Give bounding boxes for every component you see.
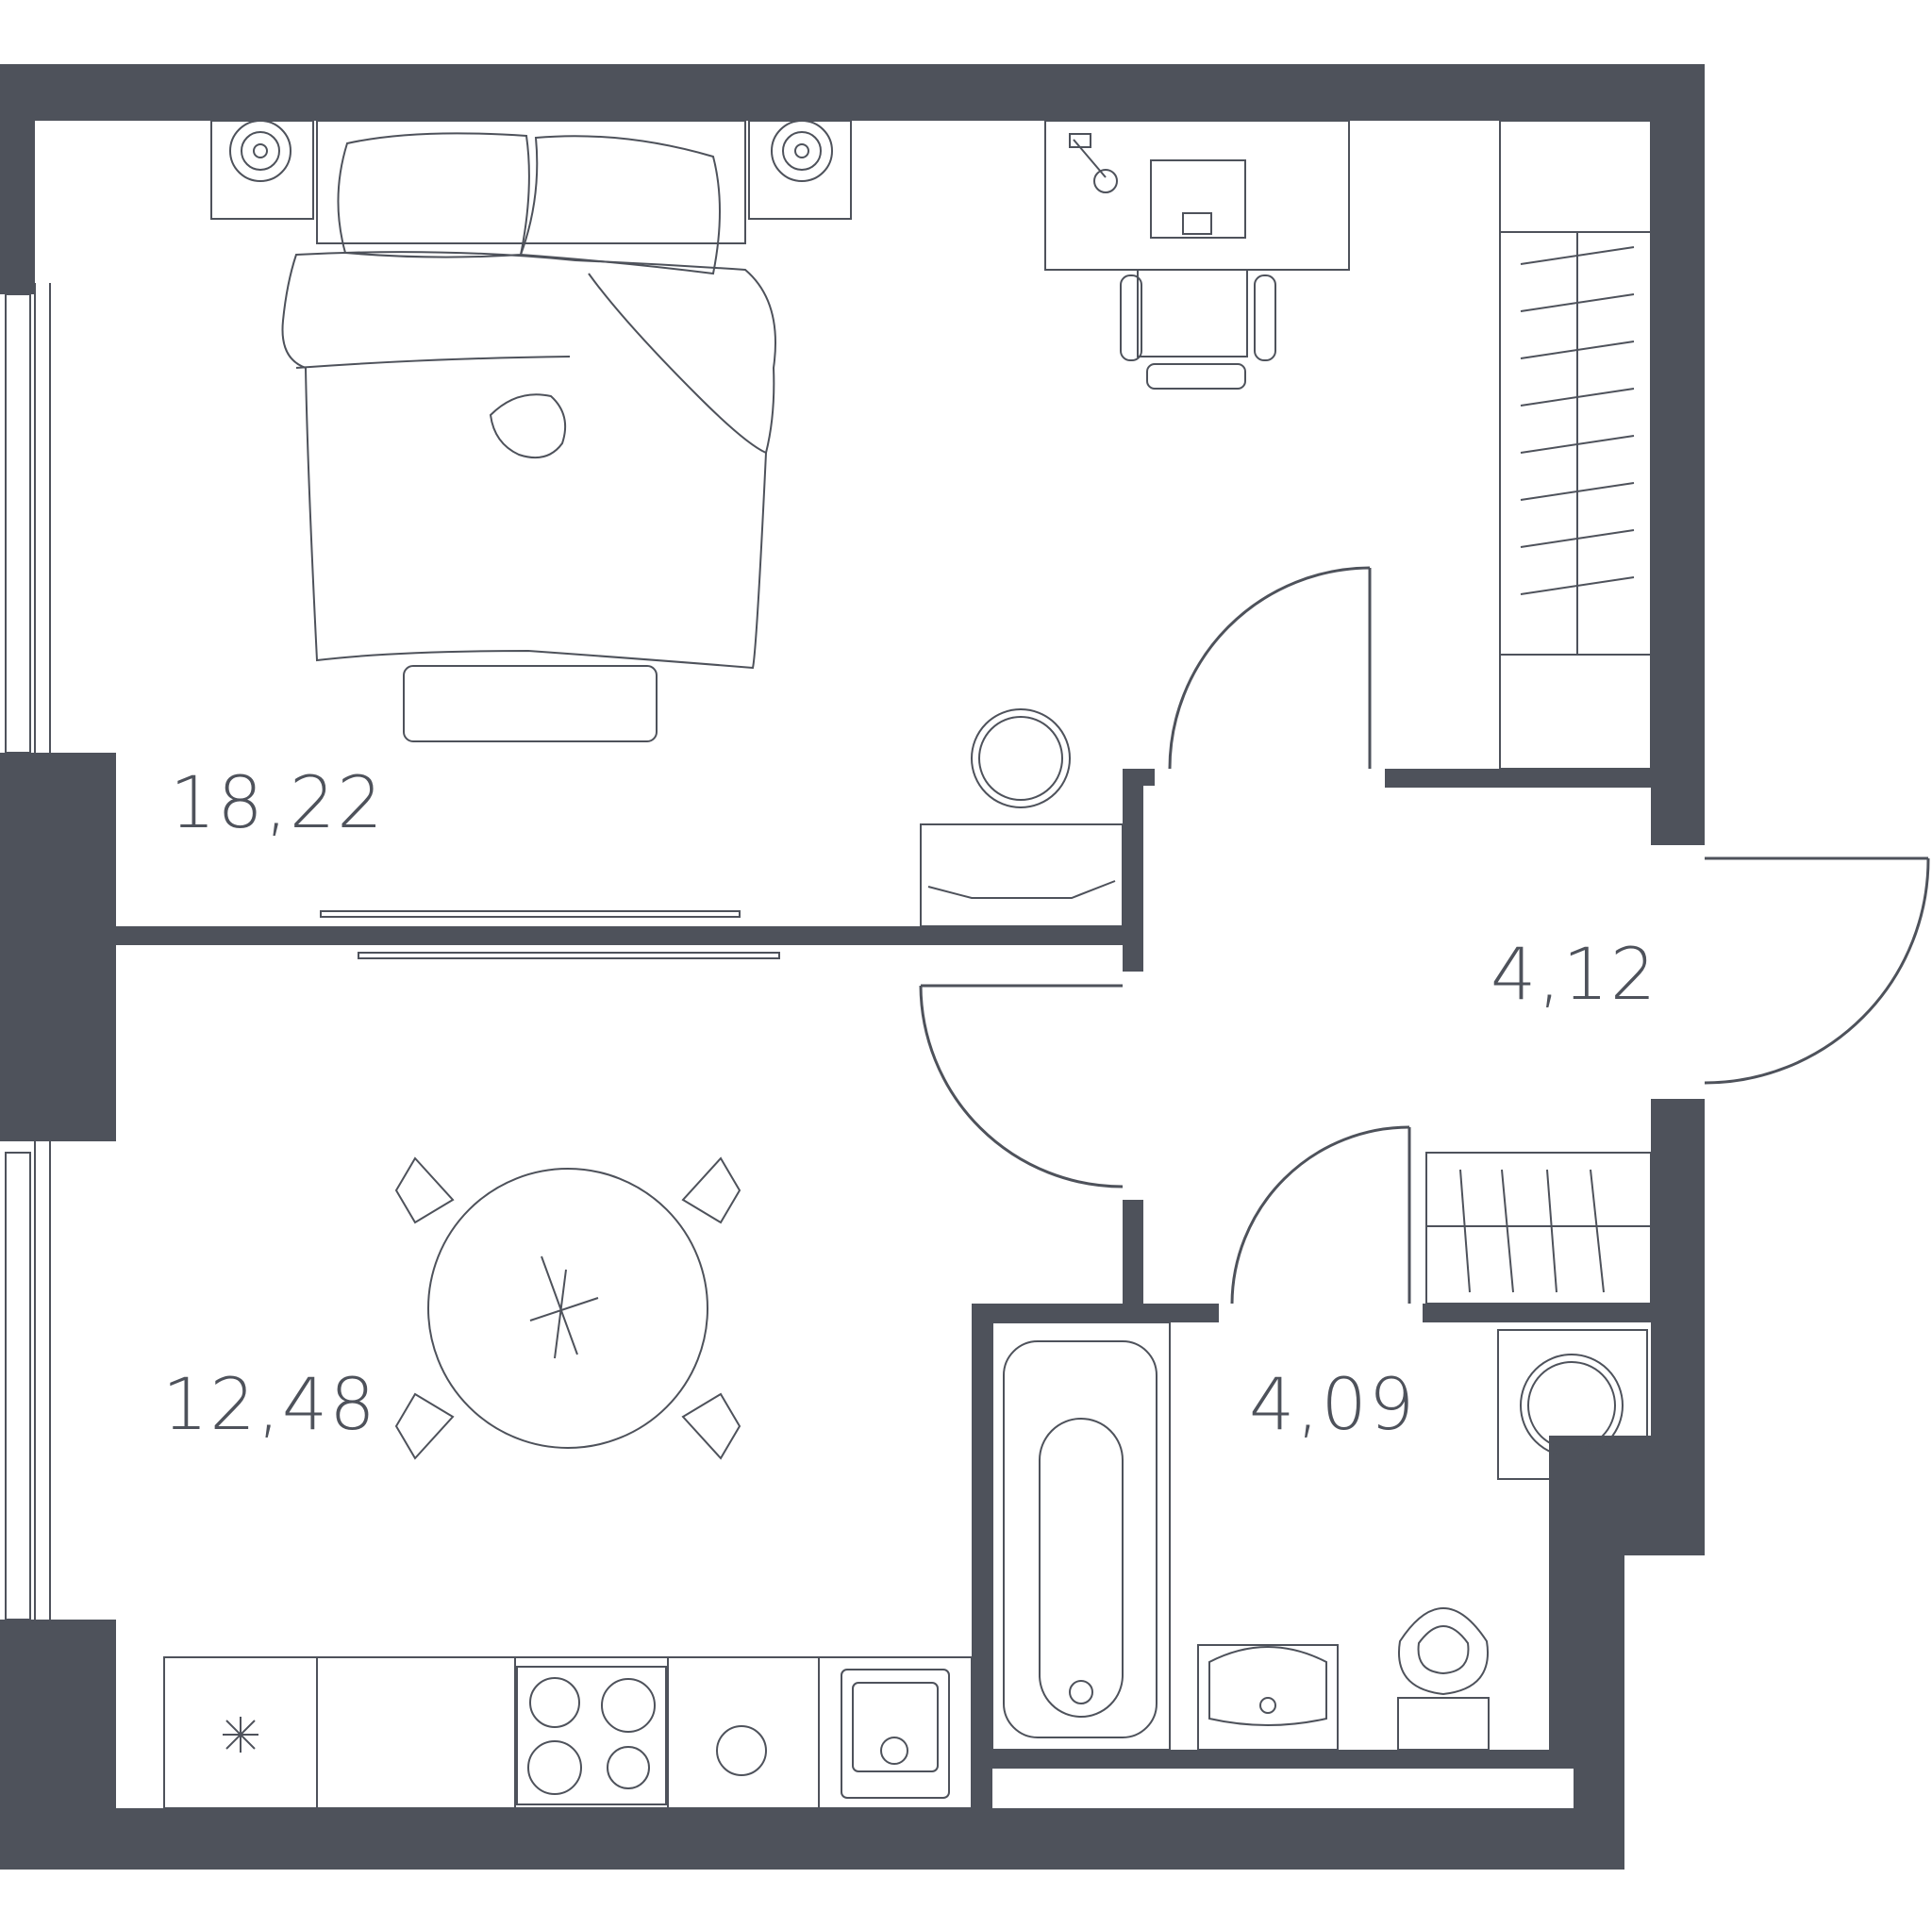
wardrobe (1499, 120, 1652, 770)
room-area-bedroom: 18,22 (170, 760, 385, 844)
room-area-hallway: 4,12 (1491, 932, 1658, 1016)
hall-closet (1425, 1152, 1652, 1305)
dresser (920, 708, 1124, 927)
bed (210, 120, 852, 742)
kitchen-counter (163, 1656, 973, 1809)
washing-machine (1497, 1329, 1648, 1480)
room-area-kitchen-living: 12,48 (162, 1362, 377, 1446)
bathtub (991, 1321, 1171, 1751)
toilet (1397, 1607, 1490, 1751)
dining-table (394, 1156, 741, 1460)
desk (1044, 120, 1350, 390)
washbasin (1197, 1644, 1339, 1751)
walls (0, 64, 1705, 1870)
windows (5, 118, 1651, 1811)
doors (919, 566, 1930, 1305)
room-area-bathroom: 4,09 (1249, 1362, 1417, 1446)
tv-stand (320, 910, 780, 959)
